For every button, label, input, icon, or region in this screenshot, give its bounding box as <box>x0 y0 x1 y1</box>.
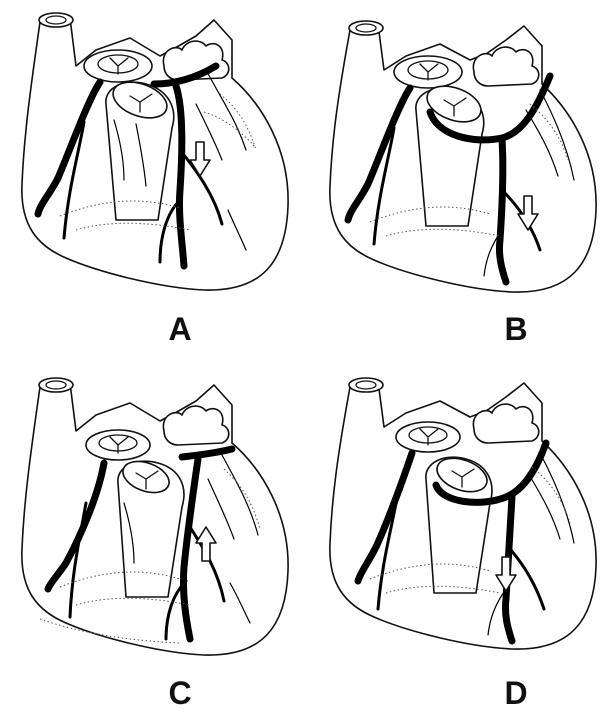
heart-diagram-d <box>306 357 612 657</box>
panel-label-a: A <box>150 313 210 345</box>
heart-diagram-c <box>0 357 306 657</box>
heart-diagram-a <box>0 0 306 300</box>
panel-c: C <box>0 357 306 714</box>
panel-b: B <box>306 0 612 357</box>
panel-a: A <box>0 0 306 357</box>
panel-label-d: D <box>486 677 546 709</box>
panel-label-b: B <box>486 313 546 345</box>
panel-d: D <box>306 357 612 714</box>
heart-diagram-b <box>306 0 612 300</box>
panel-label-c: C <box>150 677 210 709</box>
